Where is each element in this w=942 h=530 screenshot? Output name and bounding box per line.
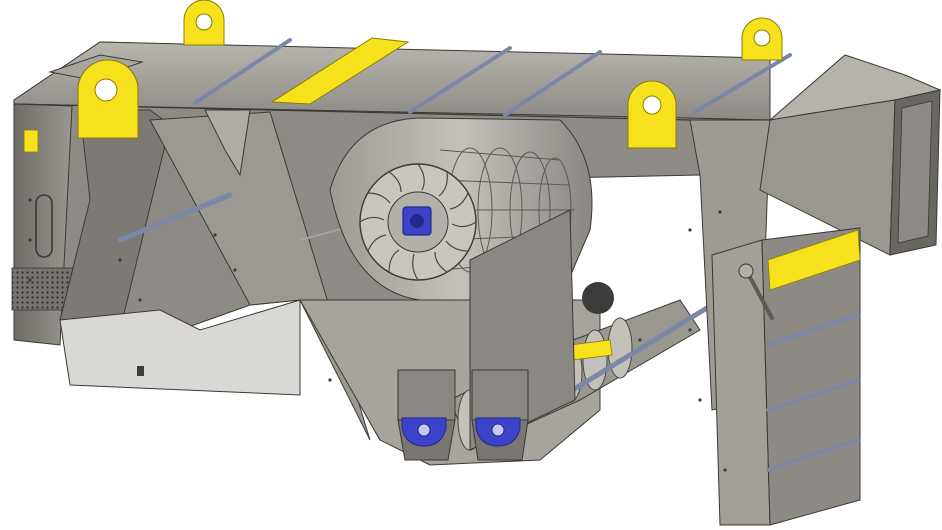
bearing-box-left <box>397 369 456 461</box>
front-door <box>711 239 771 526</box>
bolts <box>28 198 727 472</box>
lifting-lug-back-left <box>183 0 225 46</box>
round-port <box>582 282 614 314</box>
outlet-duct-inner <box>897 100 933 244</box>
internal-rod-1 <box>117 192 233 243</box>
door-rod-3 <box>766 438 860 472</box>
impeller-blades <box>359 163 477 281</box>
left-yellow-plate <box>23 129 39 153</box>
lifting-lug-front-left <box>77 59 139 139</box>
bearing-box-right <box>471 369 529 461</box>
lid-rails <box>193 38 792 117</box>
door-rod-1 <box>766 313 860 347</box>
small-label-plate <box>137 366 144 376</box>
curved-hood <box>204 109 251 177</box>
door-yellow-strip <box>767 229 861 291</box>
door-lever-hub <box>738 263 754 279</box>
lifting-lug-front-right <box>627 80 677 149</box>
outlet-section <box>689 54 942 526</box>
fan-shaft <box>410 214 424 228</box>
diagonal-baffle <box>149 111 371 441</box>
door-rod-2 <box>766 378 860 412</box>
lifting-lug-back-right <box>741 17 783 61</box>
front-panel <box>761 227 861 526</box>
lid-yellow-cover <box>270 37 410 105</box>
left-grate <box>11 267 75 311</box>
left-slot <box>35 194 53 258</box>
internal-rod-3 <box>329 299 481 351</box>
